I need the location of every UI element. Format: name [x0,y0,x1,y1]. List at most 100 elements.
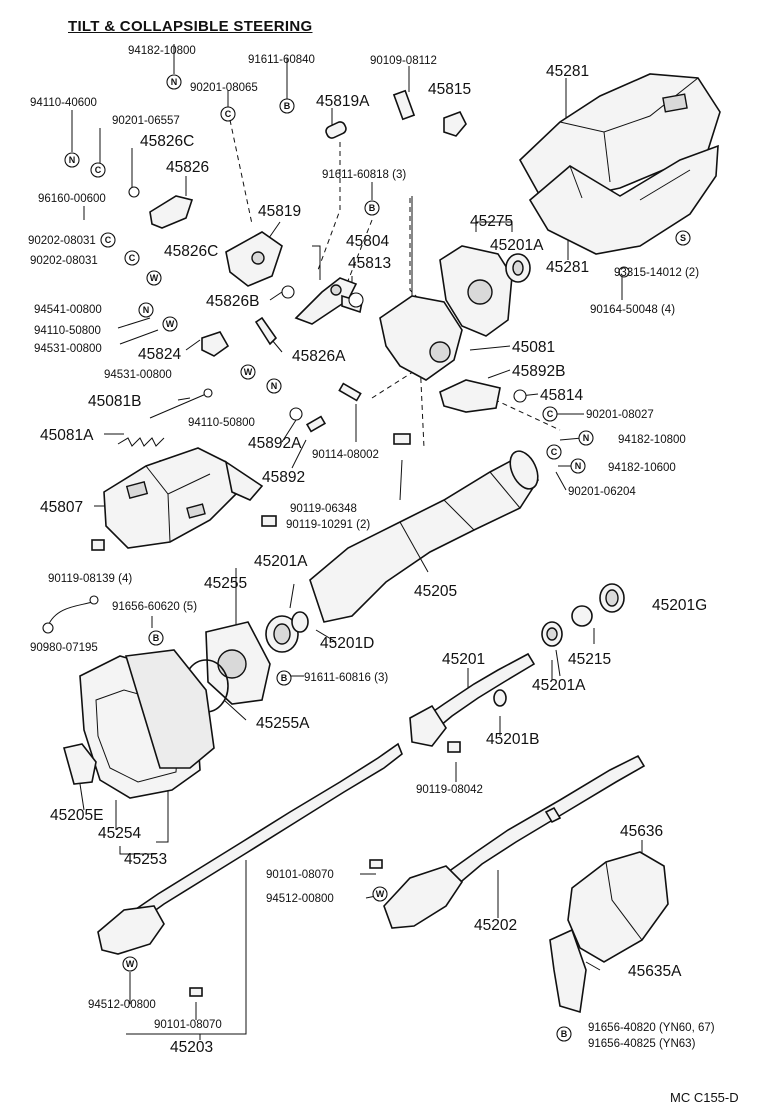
badge-b-icon: B [279,98,295,114]
badge-b-icon: B [276,670,292,686]
label-45205e: 45205E [50,807,103,824]
label-45081a: 45081A [40,427,94,444]
label-45201: 45201 [442,651,485,668]
label-90119-08139: 90119-08139 (4) [48,573,132,585]
label-90202-08031-a: 90202-08031 [28,235,96,247]
label-45215: 45215 [568,651,611,668]
label-45804: 45804 [346,233,389,250]
label-94182-10800-b: 94182-10800 [618,434,686,446]
lock-bolt [149,195,194,229]
label-45635a: 45635A [628,963,682,980]
label-90119-10291: 90119-10291 (2) [286,519,370,531]
label-45819: 45819 [258,203,301,220]
label-91611-60816: 91611-60816 (3) [304,672,388,684]
svg-text:N: N [69,155,76,165]
badge-c-icon: C [90,162,106,178]
label-90164-50048: 90164-50048 (4) [590,304,675,316]
svg-text:N: N [575,461,582,471]
dust-cover-plate [205,621,271,705]
label-45826c-a: 45826C [140,133,194,150]
tilt-bracket [379,295,501,413]
label-91656-40820: 91656-40820 (YN60, 67) [588,1022,715,1034]
label-45201a-b: 45201A [254,553,308,570]
label-90101-08070-a: 90101-08070 [266,869,334,881]
label-94110-50800-a: 94110-50800 [34,325,101,337]
label-94110-40600: 94110-40600 [30,97,97,109]
label-45824: 45824 [138,346,181,363]
label-90101-08070-b: 90101-08070 [154,1019,222,1031]
label-45281-bottom: 45281 [546,259,589,276]
label-45636: 45636 [620,823,663,840]
label-90119-08042: 90119-08042 [416,784,483,796]
cover-small [63,743,97,785]
svg-text:S: S [680,233,686,243]
label-45201g: 45201G [652,597,707,614]
badge-w-icon: W [122,956,138,972]
label-45813: 45813 [348,255,391,272]
label-45814: 45814 [540,387,583,404]
svg-text:W: W [244,367,253,377]
label-45203: 45203 [170,1039,213,1056]
svg-text:C: C [129,253,136,263]
svg-text:N: N [583,433,590,443]
label-93315-14012: 93315-14012 (2) [614,267,699,279]
hole-cover [549,851,669,1014]
label-45201b: 45201B [486,731,539,748]
label-45281-top: 45281 [546,63,589,80]
label-90201-08027: 90201-08027 [586,409,654,421]
label-94110-50800-b: 94110-50800 [188,417,255,429]
svg-text:W: W [376,889,385,899]
small-fasteners [91,89,630,997]
badge-s-icon: S [675,230,691,246]
label-45253: 45253 [124,851,167,868]
label-91611-60840: 91611-60840 [248,54,315,66]
label-45826b: 45826B [206,293,259,310]
badge-n-icon: N [570,458,586,474]
label-91611-60818: 91611-60818 (3) [322,169,406,181]
svg-text:B: B [153,633,160,643]
label-45826: 45826 [166,159,209,176]
badge-w-icon: W [162,316,178,332]
leader-lines [71,44,643,1040]
label-45807: 45807 [40,499,83,516]
label-45081: 45081 [512,339,555,356]
badge-n-icon: N [64,152,80,168]
badge-c-icon: C [546,444,562,460]
label-45254: 45254 [98,825,141,842]
svg-text:B: B [281,673,288,683]
label-45815: 45815 [428,81,471,98]
badge-b-icon: B [364,200,380,216]
badge-c-icon: C [100,232,116,248]
label-94182-10800-a: 94182-10800 [128,45,196,57]
label-94182-10600: 94182-10600 [608,462,676,474]
label-45892a: 45892A [248,435,302,452]
label-45081b: 45081B [88,393,141,410]
label-45201d: 45201D [320,635,374,652]
label-45255: 45255 [204,575,247,592]
label-90201-06557: 90201-06557 [112,115,180,127]
label-91656-60620: 91656-60620 (5) [112,601,197,613]
svg-text:N: N [271,381,278,391]
upper-joint-shaft [409,652,536,747]
label-96160-00600: 96160-00600 [38,193,106,205]
badge-n-icon: N [166,74,182,90]
tilt-springs [117,388,213,447]
label-90202-08031-b: 90202-08031 [30,255,98,267]
label-94531-00800-a: 94531-00800 [34,343,102,355]
label-94541-00800: 94541-00800 [34,304,102,316]
label-45255a: 45255A [256,715,310,732]
column-cover-lower [528,144,719,255]
badge-b-icon: B [556,1026,572,1042]
diagram-title: TILT & COLLAPSIBLE STEERING [68,18,313,35]
svg-text:C: C [547,409,554,419]
label-94531-00800-b: 94531-00800 [104,369,172,381]
tilt-head [439,245,531,337]
badge-c-icon: C [220,106,236,122]
column-bearings [265,583,625,653]
label-45201a-a: 45201A [490,237,544,254]
main-shaft [97,742,403,955]
label-45275: 45275 [470,213,513,230]
svg-text:W: W [126,959,135,969]
